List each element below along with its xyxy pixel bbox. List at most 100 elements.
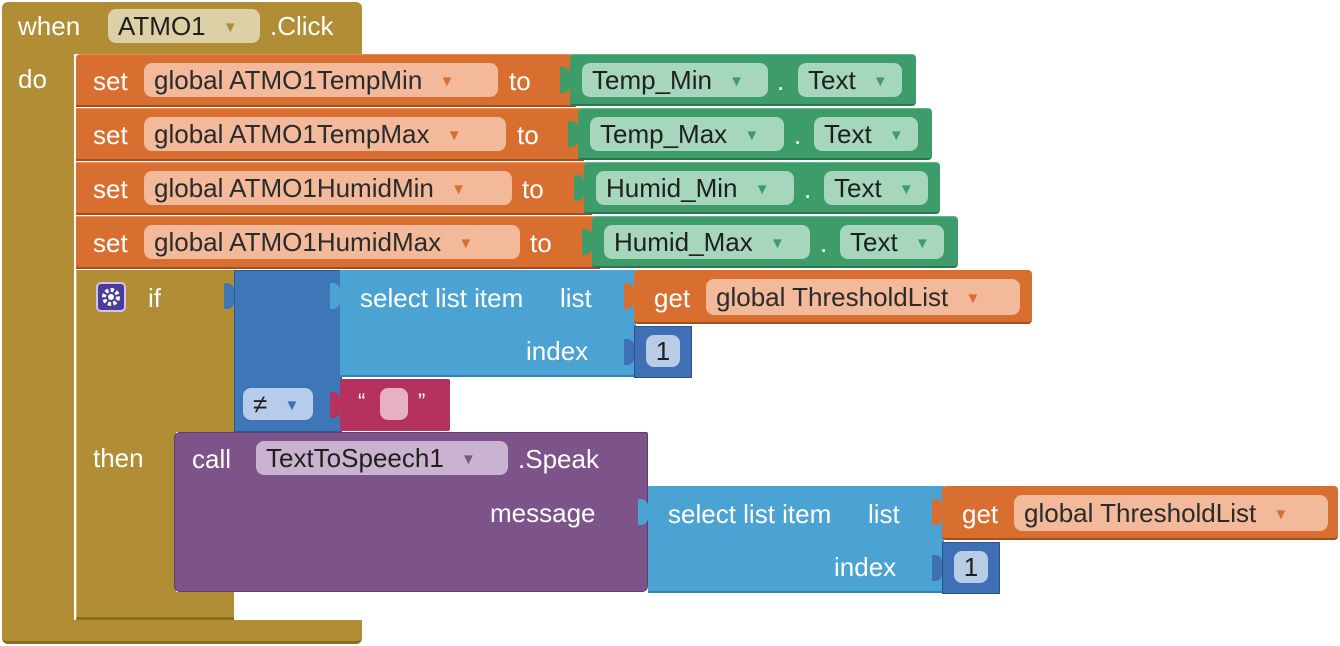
gear-icon[interactable] (96, 282, 126, 312)
index-number-field[interactable]: 1 (646, 335, 680, 367)
to-label: to (530, 228, 552, 258)
index-number-value: 1 (963, 552, 979, 582)
variable-dropdown-temp-min[interactable]: global ATMO1TempMin ▼ (144, 63, 498, 97)
set-label: set (93, 174, 128, 204)
variable-label: global ThresholdList (716, 282, 949, 312)
property-dropdown-text[interactable]: Text ▼ (814, 117, 918, 151)
open-quote: “ (358, 389, 366, 414)
close-quote: ” (418, 389, 426, 414)
property-dropdown-text[interactable]: Text ▼ (824, 171, 928, 205)
property-dropdown-text[interactable]: Text ▼ (798, 63, 902, 97)
dropdown-arrow-icon: ▼ (898, 181, 914, 199)
event-block-footer (2, 620, 362, 644)
dropdown-arrow-icon: ▼ (222, 19, 238, 37)
index-number-field[interactable]: 1 (954, 551, 988, 583)
method-label: .Speak (518, 444, 599, 474)
variable-dropdown-threshold-list[interactable]: global ThresholdList ▼ (1014, 495, 1328, 531)
variable-label: global ATMO1HumidMax (154, 227, 442, 257)
dropdown-arrow-icon: ▼ (769, 235, 785, 253)
select-list-item-label: select list item (360, 283, 524, 313)
dropdown-arrow-icon: ▼ (754, 181, 770, 199)
select-list-item-label: select list item (668, 499, 832, 529)
when-label: when (18, 11, 81, 41)
operator-label: ≠ (253, 389, 268, 419)
set-label: set (93, 120, 128, 150)
socket-tab (330, 283, 340, 309)
dot-label: . (794, 120, 802, 150)
component-label: Temp_Min (592, 65, 712, 95)
dropdown-arrow-icon: ▼ (888, 127, 904, 145)
component-dropdown-temp-max[interactable]: Temp_Max ▼ (590, 117, 784, 151)
then-label: then (93, 443, 144, 473)
variable-label: global ATMO1TempMax (154, 119, 430, 149)
component-dropdown-temp-min[interactable]: Temp_Min ▼ (582, 63, 768, 97)
dropdown-arrow-icon: ▼ (872, 73, 888, 91)
list-label: list (868, 499, 900, 529)
variable-dropdown-threshold-list[interactable]: global ThresholdList ▼ (706, 279, 1020, 315)
text-field[interactable] (380, 388, 408, 420)
index-label: index (526, 336, 589, 366)
if-block-footer (76, 592, 234, 620)
socket-tab (624, 339, 634, 365)
socket-tab (574, 175, 584, 201)
component-dropdown-atmo1[interactable]: ATMO1 ▼ (108, 9, 260, 43)
dropdown-arrow-icon: ▼ (461, 451, 476, 469)
component-label: TextToSpeech1 (266, 443, 444, 473)
set-label: set (93, 228, 128, 258)
socket-tab (568, 121, 578, 147)
event-name-label: .Click (270, 11, 334, 41)
variable-dropdown-humid-max[interactable]: global ATMO1HumidMax ▼ (144, 225, 520, 259)
index-label: index (834, 552, 897, 582)
dropdown-arrow-icon: ▼ (1273, 506, 1289, 524)
dropdown-arrow-icon: ▼ (729, 73, 745, 91)
if-label: if (148, 283, 161, 313)
property-dropdown-text[interactable]: Text ▼ (840, 225, 944, 259)
operator-dropdown[interactable]: ≠ ▼ (243, 388, 313, 420)
message-label: message (490, 498, 596, 528)
variable-label: global ThresholdList (1024, 498, 1257, 528)
variable-dropdown-humid-min[interactable]: global ATMO1HumidMin ▼ (144, 171, 512, 205)
component-dropdown-label: ATMO1 (118, 11, 206, 41)
socket-tab (624, 283, 634, 309)
dropdown-arrow-icon: ▼ (439, 73, 455, 91)
to-label: to (509, 66, 531, 96)
select-list-item-block[interactable] (648, 486, 944, 593)
variable-label: global ATMO1TempMin (154, 65, 423, 95)
dot-label: . (820, 228, 828, 258)
dropdown-arrow-icon: ▼ (284, 397, 300, 415)
socket-tab (932, 555, 942, 581)
component-label: Humid_Max (614, 227, 753, 257)
dot-label: . (804, 174, 812, 204)
dropdown-arrow-icon: ▼ (744, 127, 760, 145)
list-label: list (560, 283, 592, 313)
get-label: get (654, 283, 691, 313)
property-label: Text (808, 65, 856, 95)
dropdown-arrow-icon: ▼ (914, 235, 930, 253)
component-dropdown-humid-min[interactable]: Humid_Min ▼ (596, 171, 794, 205)
socket-tab (582, 229, 592, 255)
dropdown-arrow-icon: ▼ (446, 127, 462, 145)
component-label: Humid_Min (606, 173, 738, 203)
select-list-item-block[interactable] (340, 270, 636, 377)
dropdown-arrow-icon: ▼ (965, 290, 981, 308)
property-label: Text (850, 227, 898, 257)
to-label: to (522, 174, 544, 204)
get-label: get (962, 499, 999, 529)
property-label: Text (834, 173, 882, 203)
dot-label: . (777, 66, 785, 96)
call-label: call (192, 444, 232, 474)
do-label: do (18, 64, 47, 94)
set-label: set (93, 66, 128, 96)
socket-tab (330, 392, 340, 418)
component-dropdown-texttospeech[interactable]: TextToSpeech1 ▼ (256, 441, 508, 475)
property-label: Text (824, 119, 872, 149)
socket-tab (224, 283, 234, 309)
if-block-then-arm (76, 430, 176, 594)
socket-tab (638, 499, 648, 525)
dropdown-arrow-icon: ▼ (451, 181, 466, 199)
index-number-value: 1 (655, 336, 671, 366)
to-label: to (517, 120, 539, 150)
variable-label: global ATMO1HumidMin (154, 173, 434, 203)
component-dropdown-humid-max[interactable]: Humid_Max ▼ (604, 225, 810, 259)
variable-dropdown-temp-max[interactable]: global ATMO1TempMax ▼ (144, 117, 506, 151)
